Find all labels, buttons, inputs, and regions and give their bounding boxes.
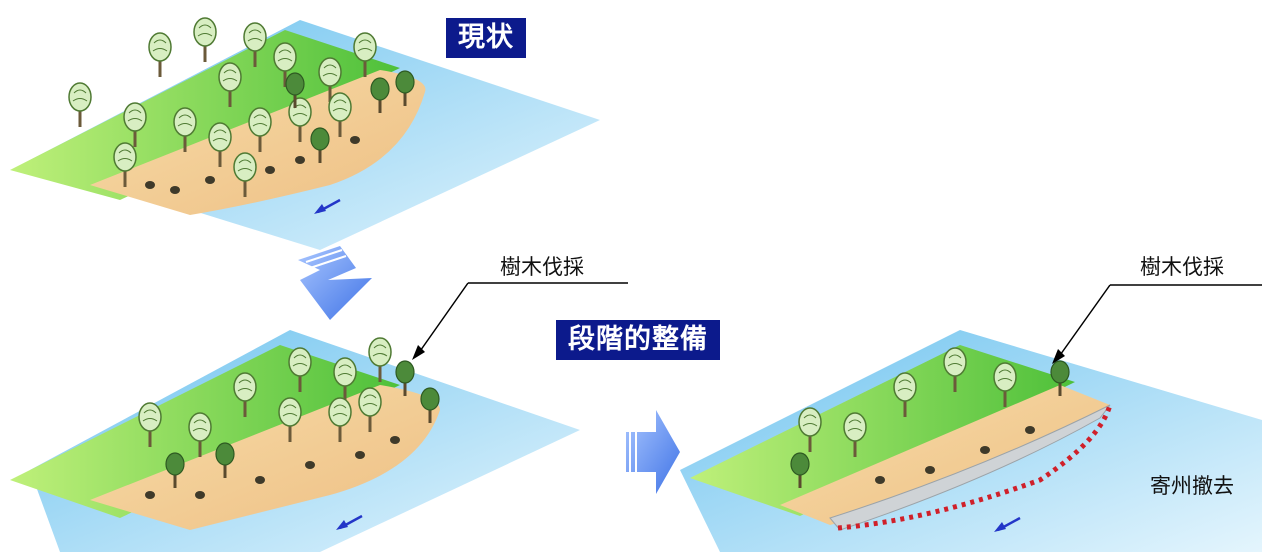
flow-arrow-icon — [994, 516, 1021, 532]
big-right-arrow-icon — [626, 410, 680, 494]
gravel-bank — [829, 404, 1111, 531]
label-current-state: 現状 — [446, 18, 526, 58]
flow-arrow-icon — [336, 514, 363, 530]
callout-tree-cutting-right: 樹木伐採 — [1140, 255, 1224, 279]
grass-bank — [690, 345, 1075, 516]
label-phased-development: 段階的整備 — [556, 320, 720, 360]
sand-strip — [780, 385, 1110, 525]
big-down-arrow-icon — [298, 246, 372, 320]
sand-bar — [90, 385, 440, 530]
callout-leader-right — [1052, 284, 1262, 364]
flow-arrow-icon — [314, 198, 341, 214]
diagram-current-state — [10, 17, 600, 250]
removal-boundary — [837, 404, 1113, 531]
diagram-phased-right — [680, 330, 1262, 552]
diagram-phased-middle — [10, 330, 580, 552]
callout-leader-middle — [412, 282, 628, 360]
callout-bar-removal: 寄州撤去 — [1150, 474, 1234, 498]
grass-bank — [10, 30, 400, 200]
callout-tree-cutting-middle: 樹木伐採 — [500, 255, 584, 279]
